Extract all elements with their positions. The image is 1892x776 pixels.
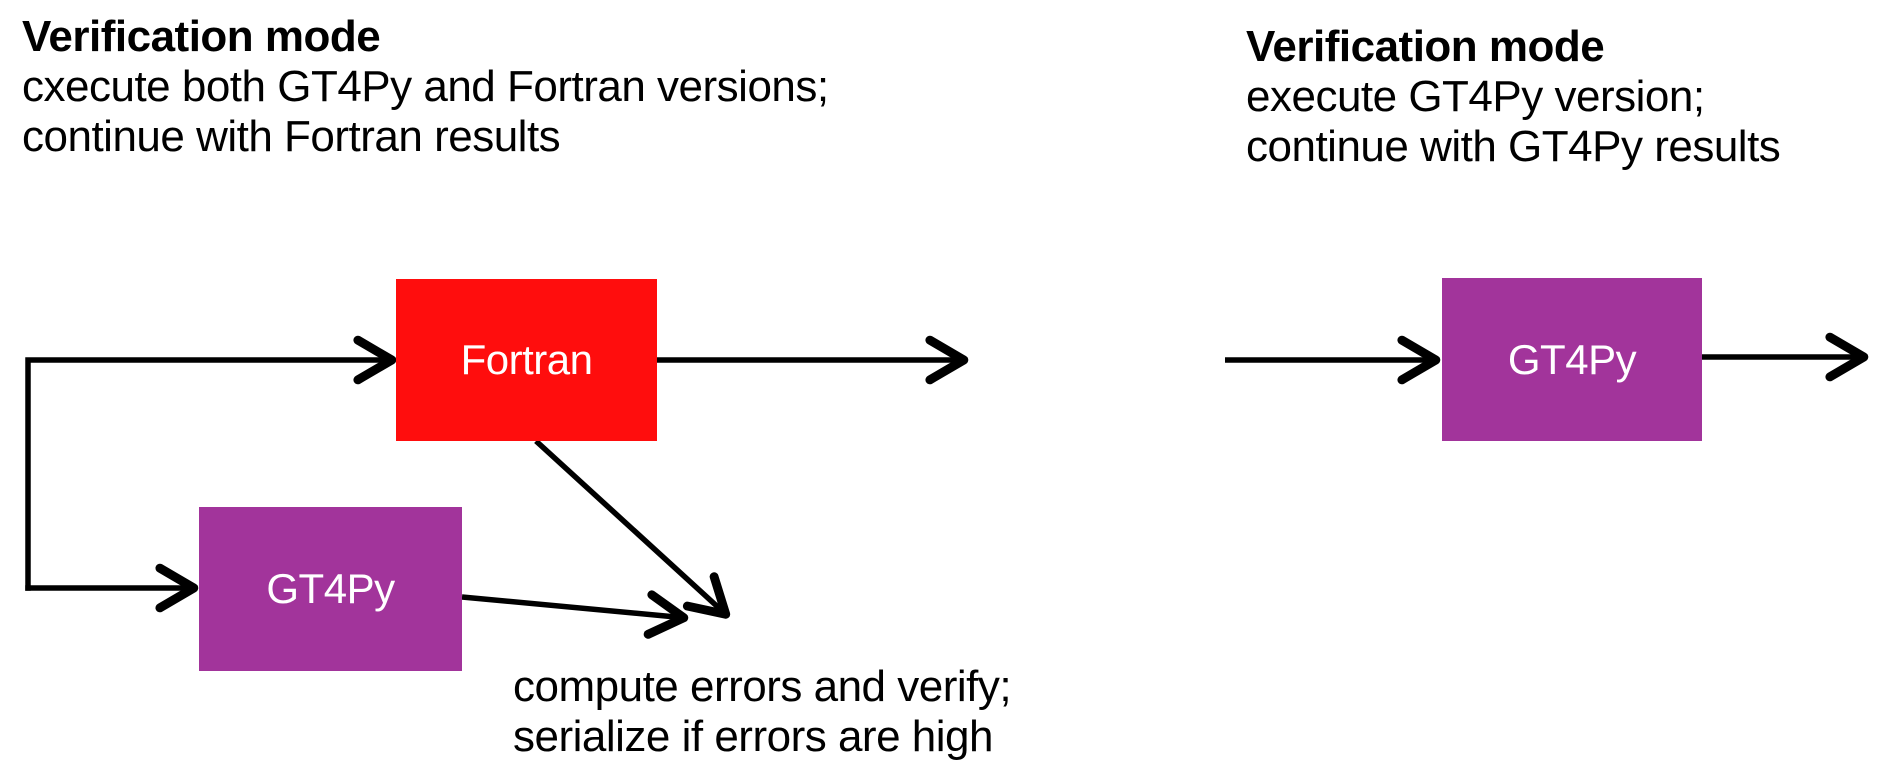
fortran-box-label: Fortran bbox=[460, 336, 593, 383]
left-heading-line3: continue with Fortran results bbox=[22, 112, 561, 161]
compare-annotation-line1: compute errors and verify; bbox=[513, 662, 1012, 711]
compare-annotation: compute errors and verify; serialize if … bbox=[513, 662, 1012, 762]
left-gt4py-box-label: GT4Py bbox=[266, 565, 395, 612]
left-gt4py-box: GT4Py bbox=[199, 507, 462, 671]
right-heading-title: Verification mode bbox=[1246, 22, 1605, 71]
fortran-box: Fortran bbox=[396, 279, 657, 441]
left-heading-title: Verification mode bbox=[22, 12, 381, 61]
left-heading-line2: cxecute both GT4Py and Fortran versions; bbox=[22, 62, 829, 111]
right-heading: Verification mode execute GT4Py version;… bbox=[1246, 22, 1781, 172]
right-heading-line3: continue with GT4Py results bbox=[1246, 122, 1781, 171]
right-gt4py-box: GT4Py bbox=[1442, 278, 1702, 441]
arrow-fortran-to-compare bbox=[534, 438, 731, 619]
compare-annotation-line2: serialize if errors are high bbox=[513, 712, 993, 761]
right-heading-line2: execute GT4Py version; bbox=[1246, 72, 1705, 121]
right-gt4py-box-label: GT4Py bbox=[1507, 335, 1637, 383]
arrow-gt4py-to-compare bbox=[461, 590, 689, 639]
left-heading: Verification mode cxecute both GT4Py and… bbox=[22, 12, 829, 162]
